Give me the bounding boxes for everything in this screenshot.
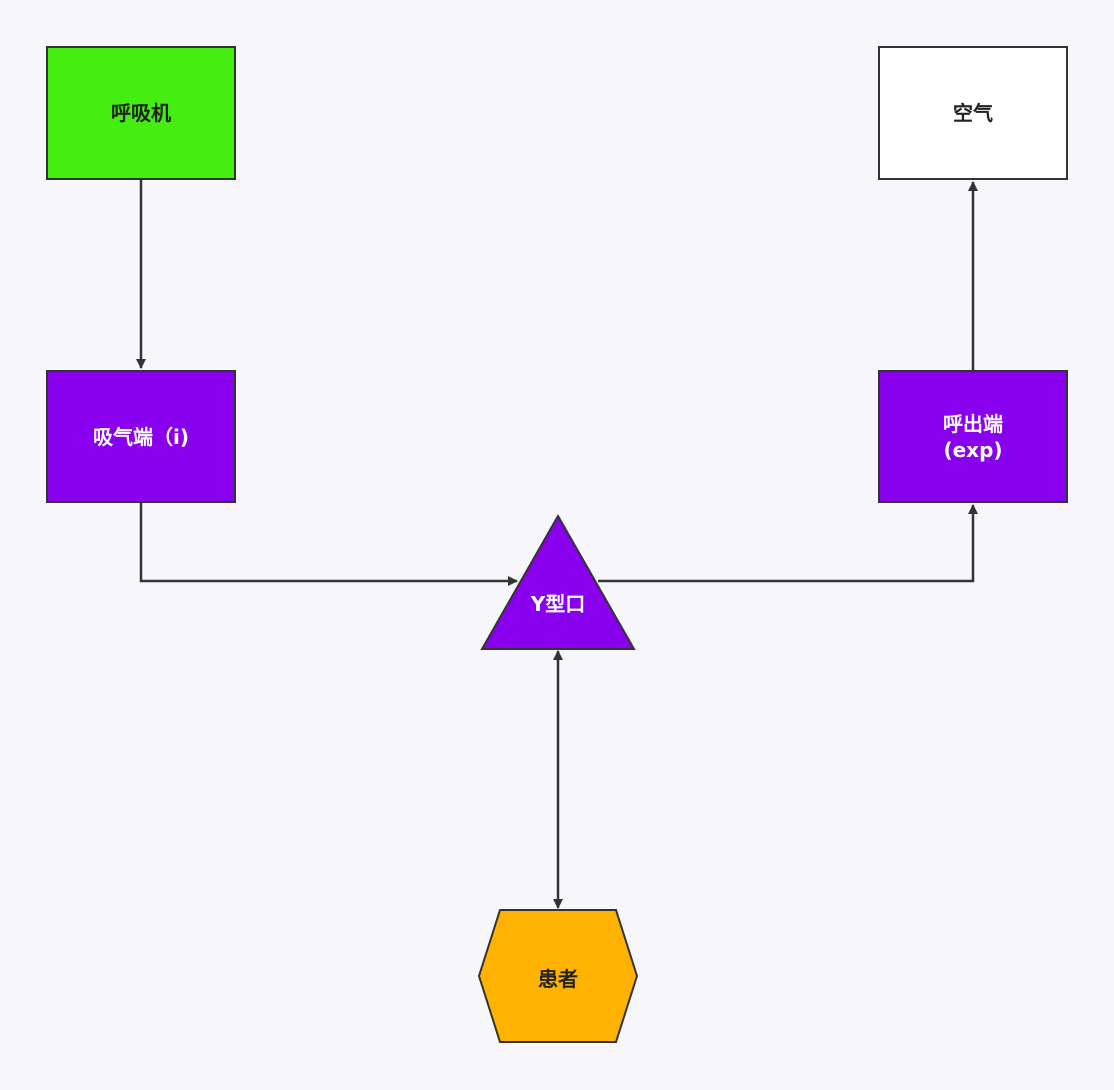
ventilator-node: 呼吸机 <box>46 46 236 180</box>
y-piece-shape <box>480 513 636 650</box>
edge-inhale-to-y <box>139 503 518 586</box>
air-node: 空气 <box>878 46 1068 180</box>
patient-label: 患者 <box>538 967 578 991</box>
inhale-port-node: 吸气端（i) <box>46 370 236 503</box>
y-piece-label: Y型口 <box>530 592 586 616</box>
edge-y-to-exhale <box>598 504 978 583</box>
air-label: 空气 <box>953 101 993 125</box>
exhale-port-node: 呼出端 (exp) <box>878 370 1068 503</box>
inhale-port-label: 吸气端（i) <box>93 424 189 449</box>
ventilator-label: 呼吸机 <box>111 101 171 125</box>
patient-shape <box>477 909 639 1043</box>
exhale-port-label: 呼出端 (exp) <box>943 411 1003 462</box>
